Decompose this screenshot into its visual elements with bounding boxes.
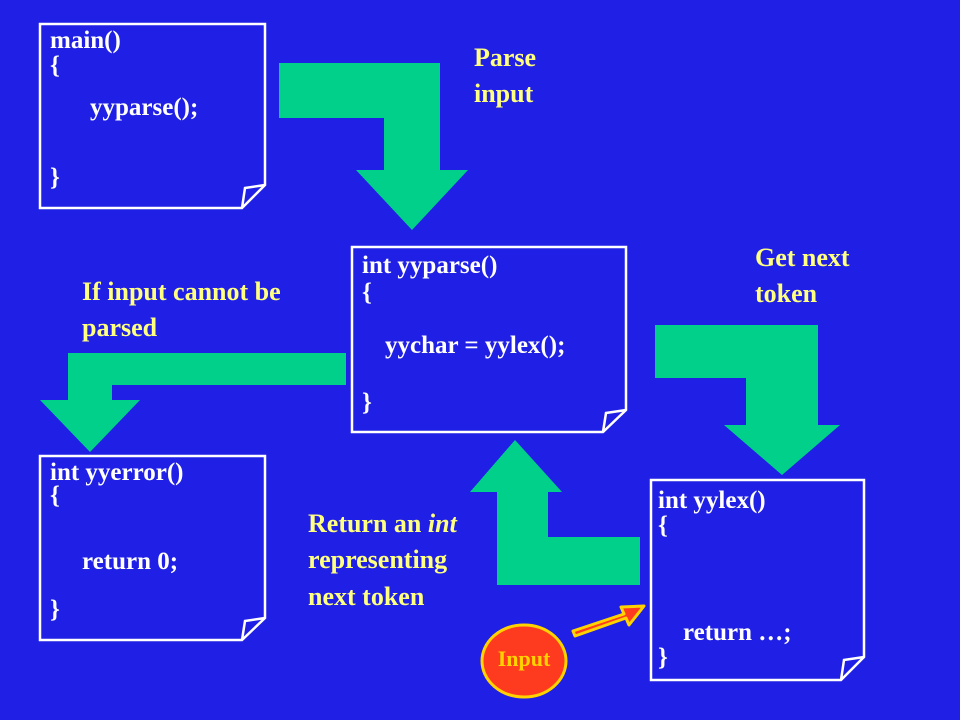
- yyerror-note-shape: [38, 454, 267, 642]
- yylex-note-body: return …;: [683, 619, 792, 646]
- label-parse-input-line1: Parse: [474, 43, 537, 72]
- yylex-note-fold: [839, 655, 865, 681]
- yyparse-note-open-brace: {: [362, 279, 372, 306]
- yyerror-note-open-brace: {: [50, 482, 60, 509]
- arrow-parse-input: [279, 63, 468, 230]
- label-if-cannot-parse: If input cannot be parsed: [82, 274, 281, 347]
- main-note-fold: [240, 183, 266, 209]
- label-return-int: Return an int representing next token: [308, 506, 457, 615]
- yyparse-note-signature: int yyparse(): [362, 252, 498, 279]
- yylex-note-close-brace: }: [658, 644, 668, 671]
- yylex-note-open-brace: {: [658, 512, 668, 539]
- label-return-int-line2: representing: [308, 545, 448, 575]
- main-note-body: yyparse();: [90, 94, 199, 121]
- main-note-signature: main(): [50, 27, 121, 54]
- arrow-return-token: [470, 440, 640, 585]
- label-return-int-italic: int: [427, 509, 457, 538]
- label-parse-input-line2: input: [474, 79, 534, 109]
- label-if-cannot-parse-line1: If input cannot be: [82, 277, 281, 306]
- yyparse-note-fold: [601, 408, 627, 433]
- label-return-int-prefix: Return an: [308, 509, 428, 538]
- yyparse-note-shape: [350, 245, 628, 434]
- yyerror-note-close-brace: }: [50, 596, 60, 623]
- yyerror-note-fold: [240, 616, 266, 641]
- arrow-get-next-token: [655, 325, 840, 475]
- yyparse-note-body: yychar = yylex();: [385, 332, 566, 359]
- yyparse-note-close-brace: }: [362, 389, 372, 416]
- main-note-open-brace: {: [50, 52, 60, 79]
- yyerror-note-signature: int yyerror(): [50, 459, 184, 486]
- yylex-note-shape: [649, 478, 866, 682]
- label-if-cannot-parse-line2: parsed: [82, 313, 158, 343]
- main-note-shape: [38, 22, 267, 210]
- label-parse-input: Parse input: [474, 40, 536, 113]
- arrow-if-cannot-parse: [40, 353, 346, 452]
- label-get-next-token: Get next token: [755, 240, 850, 313]
- label-get-next-token-line1: Get next: [755, 243, 850, 272]
- label-return-int-line3: next token: [308, 581, 425, 611]
- label-get-next-token-line2: token: [755, 279, 818, 309]
- yylex-note-signature: int yylex(): [658, 487, 766, 514]
- main-note-close-brace: }: [50, 164, 60, 191]
- input-badge-ellipse: [480, 623, 568, 699]
- arrow-input-to-yylex: [571, 604, 646, 638]
- yyerror-note-body: return 0;: [82, 548, 179, 575]
- input-badge-label: Input: [497, 646, 551, 671]
